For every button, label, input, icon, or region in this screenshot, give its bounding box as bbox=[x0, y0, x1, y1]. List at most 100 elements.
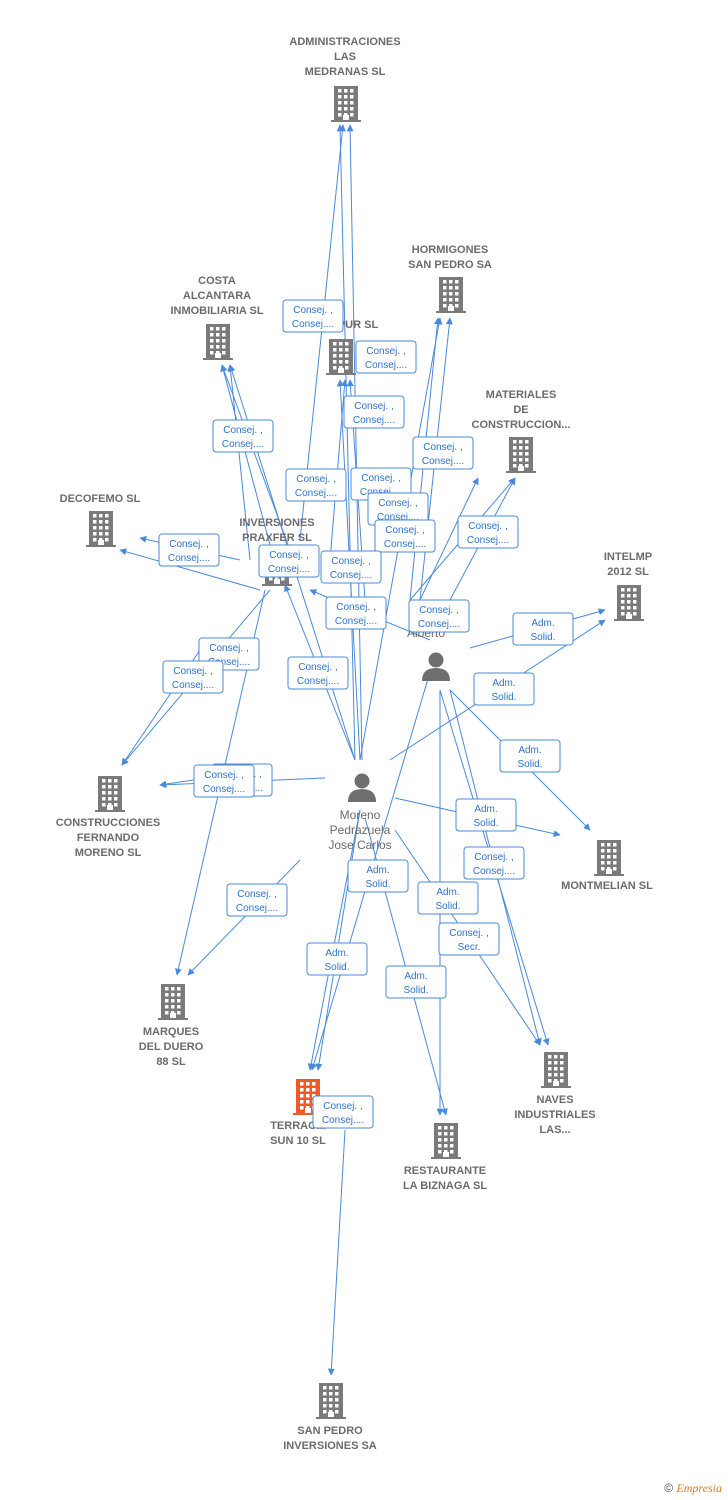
relation-badge[interactable]: Adm.Solid. bbox=[499, 739, 561, 773]
relation-badge[interactable]: Consej. ,Consej.... bbox=[193, 764, 255, 798]
node-pur[interactable]: PUR SL bbox=[326, 319, 378, 375]
node-terragolf[interactable]: TERRAG... SUN 10 SL bbox=[270, 1079, 326, 1147]
node-label[interactable]: DEL DUERO bbox=[139, 1041, 204, 1053]
node-label[interactable]: SAN PEDRO SA bbox=[408, 259, 492, 271]
relation-label: Consej.... bbox=[422, 456, 464, 467]
node-label[interactable]: ADMINISTRACIONES bbox=[289, 36, 400, 48]
relation-badge[interactable]: Consej. ,Consej.... bbox=[325, 596, 387, 630]
relation-badge[interactable]: Consej. ,Consej.... bbox=[412, 436, 474, 470]
node-label[interactable]: PUR SL bbox=[338, 319, 379, 331]
node-label[interactable]: CONSTRUCCION... bbox=[472, 419, 571, 431]
node-label[interactable]: ALCANTARA bbox=[183, 290, 251, 302]
node-label[interactable]: SUN 10 SL bbox=[270, 1135, 326, 1147]
relation-badge[interactable]: Consej. ,Consej.... bbox=[408, 599, 470, 633]
relation-badge[interactable]: Consej. ,Consej.... bbox=[320, 550, 382, 584]
node-label[interactable]: MORENO SL bbox=[75, 847, 142, 859]
relation-badge[interactable]: Consej. ,Consej.... bbox=[162, 660, 224, 694]
relation-label: Consej. , bbox=[169, 539, 208, 550]
node-costa[interactable]: COSTA ALCANTARA INMOBILIARIA SL bbox=[170, 275, 264, 360]
node-label[interactable]: DE bbox=[513, 404, 528, 416]
node-naves[interactable]: NAVES INDUSTRIALES LAS... bbox=[514, 1052, 596, 1136]
building-icon[interactable] bbox=[431, 1123, 461, 1159]
node-label[interactable]: MONTMELIAN SL bbox=[561, 880, 653, 892]
relation-badge[interactable]: Consej. ,Consej.... bbox=[285, 468, 347, 502]
node-label[interactable]: DECOFEMO SL bbox=[60, 493, 141, 505]
person-icon[interactable] bbox=[422, 652, 450, 682]
node-label[interactable]: INVERSIONES SA bbox=[283, 1440, 377, 1452]
building-icon[interactable] bbox=[158, 984, 188, 1020]
building-icon[interactable] bbox=[506, 437, 536, 473]
relation-label: Solid. bbox=[491, 692, 516, 703]
node-label[interactable]: MARQUES bbox=[143, 1026, 199, 1038]
relation-badge[interactable]: Consej. ,Consej.... bbox=[355, 340, 417, 374]
building-icon[interactable] bbox=[541, 1052, 571, 1088]
node-label[interactable]: TERRAG... bbox=[270, 1120, 326, 1132]
node-label[interactable]: COSTA bbox=[198, 275, 236, 287]
relation-label: Consej. , bbox=[223, 425, 262, 436]
building-icon[interactable] bbox=[95, 776, 125, 812]
relation-badge[interactable]: Consej. ,Consej.... bbox=[463, 846, 525, 880]
relation-badge[interactable]: Adm.Solid. bbox=[455, 798, 517, 832]
node-marques[interactable]: MARQUES DEL DUERO 88 SL bbox=[139, 984, 204, 1068]
relation-badge[interactable]: Consej. ,Secr. bbox=[438, 922, 500, 956]
node-label[interactable]: MATERIALES bbox=[486, 389, 557, 401]
relation-badge[interactable]: Consej. ,Consej.... bbox=[343, 395, 405, 429]
building-icon[interactable] bbox=[436, 277, 466, 313]
node-label[interactable]: MEDRANAS SL bbox=[305, 66, 386, 78]
relation-badge[interactable]: Adm.Solid. bbox=[417, 881, 479, 915]
building-icon[interactable] bbox=[293, 1079, 323, 1115]
node-label[interactable]: LAS... bbox=[539, 1124, 570, 1136]
relation-badge[interactable]: Consej. ,Consej.... bbox=[457, 515, 519, 549]
node-label[interactable]: FERNANDO bbox=[77, 832, 140, 844]
node-san-pedro-inv[interactable]: SAN PEDRO INVERSIONES SA bbox=[283, 1383, 377, 1452]
relation-badge[interactable]: Consej. ,Consej.... bbox=[212, 419, 274, 453]
node-construcciones[interactable]: CONSTRUCCIONES FERNANDO MORENO SL bbox=[56, 776, 161, 859]
node-intelmp[interactable]: INTELMP 2012 SL bbox=[604, 551, 652, 621]
node-decofemo[interactable]: DECOFEMO SL bbox=[60, 493, 141, 547]
node-label[interactable]: Pedrazuela bbox=[330, 823, 391, 837]
node-adm-medranas[interactable]: ADMINISTRACIONES LAS MEDRANAS SL bbox=[289, 36, 401, 122]
person-icon[interactable] bbox=[348, 773, 376, 803]
node-label[interactable]: RESTAURANTE bbox=[404, 1165, 486, 1177]
relation-badge[interactable]: Consej. ,Consej.... bbox=[374, 519, 436, 553]
node-label[interactable]: PRAXFER SL bbox=[242, 532, 312, 544]
node-restaurante[interactable]: RESTAURANTE LA BIZNAGA SL bbox=[403, 1123, 487, 1192]
relation-badge[interactable]: Adm.Solid. bbox=[385, 965, 447, 999]
node-label[interactable]: 88 SL bbox=[156, 1056, 186, 1068]
relation-badge[interactable]: Adm.Solid. bbox=[347, 859, 409, 893]
relation-badge[interactable]: Consej. ,Consej.... bbox=[287, 656, 349, 690]
relation-badge[interactable]: Consej. ,Consej.... bbox=[258, 544, 320, 578]
node-label[interactable]: INTELMP bbox=[604, 551, 652, 563]
node-label[interactable]: INDUSTRIALES bbox=[514, 1109, 595, 1121]
node-label[interactable]: HORMIGONES bbox=[412, 244, 488, 256]
relation-badge[interactable]: Consej. ,Consej.... bbox=[312, 1095, 374, 1129]
node-label[interactable]: SAN PEDRO bbox=[297, 1425, 363, 1437]
node-label[interactable]: 2012 SL bbox=[607, 566, 649, 578]
building-icon[interactable] bbox=[203, 324, 233, 360]
node-label[interactable]: INMOBILIARIA SL bbox=[170, 305, 263, 317]
node-montmelian[interactable]: MONTMELIAN SL bbox=[561, 840, 653, 892]
node-label[interactable]: LAS bbox=[334, 51, 356, 63]
building-icon[interactable] bbox=[86, 511, 116, 547]
building-icon[interactable] bbox=[326, 339, 356, 375]
building-icon[interactable] bbox=[594, 840, 624, 876]
relation-badge[interactable]: Consej. ,Consej.... bbox=[226, 883, 288, 917]
building-icon[interactable] bbox=[614, 585, 644, 621]
node-label[interactable]: Moreno bbox=[340, 808, 381, 822]
node-label[interactable]: CONSTRUCCIONES bbox=[56, 817, 161, 829]
node-hormigones[interactable]: HORMIGONES SAN PEDRO SA bbox=[408, 244, 492, 313]
node-label[interactable]: Jose Carlos bbox=[328, 838, 391, 852]
relation-badge[interactable]: Adm.Solid. bbox=[512, 612, 574, 646]
relation-badge[interactable]: Adm.Solid. bbox=[306, 942, 368, 976]
node-materiales[interactable]: MATERIALES DE CONSTRUCCION... bbox=[472, 389, 571, 473]
building-icon[interactable] bbox=[331, 86, 361, 122]
relation-badge[interactable]: Adm.Solid. bbox=[473, 672, 535, 706]
brand-logo[interactable]: Empresia bbox=[676, 1481, 722, 1495]
node-label[interactable]: LA BIZNAGA SL bbox=[403, 1180, 487, 1192]
building-icon[interactable] bbox=[316, 1383, 346, 1419]
relation-badge[interactable]: Consej. ,Consej.... bbox=[282, 299, 344, 333]
node-label[interactable]: NAVES bbox=[536, 1094, 573, 1106]
relation-badge[interactable]: Consej. ,Consej.... bbox=[158, 533, 220, 567]
node-label[interactable]: INVERSIONES bbox=[239, 517, 314, 529]
